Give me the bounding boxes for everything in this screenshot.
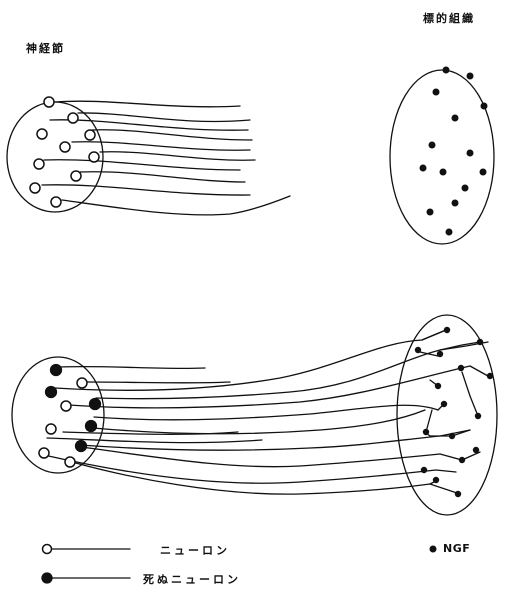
top-axons: [42, 101, 290, 215]
legend-dead-neuron-symbol: [42, 573, 130, 583]
ganglion-label: 神経節: [26, 40, 65, 56]
legend-neuron-label: ニューロン: [160, 542, 230, 558]
legend-ngf-label: NGF: [443, 542, 470, 555]
top-ngf-dots: [420, 67, 488, 236]
legend-ngf-symbol: [430, 546, 437, 553]
target-tissue-label: 標的組織: [423, 10, 475, 26]
legend-neuron-symbol: [43, 545, 131, 554]
target-tissue-top-ellipse: [390, 70, 494, 244]
legend-dead-neuron-label: 死ぬニューロン: [143, 571, 241, 587]
